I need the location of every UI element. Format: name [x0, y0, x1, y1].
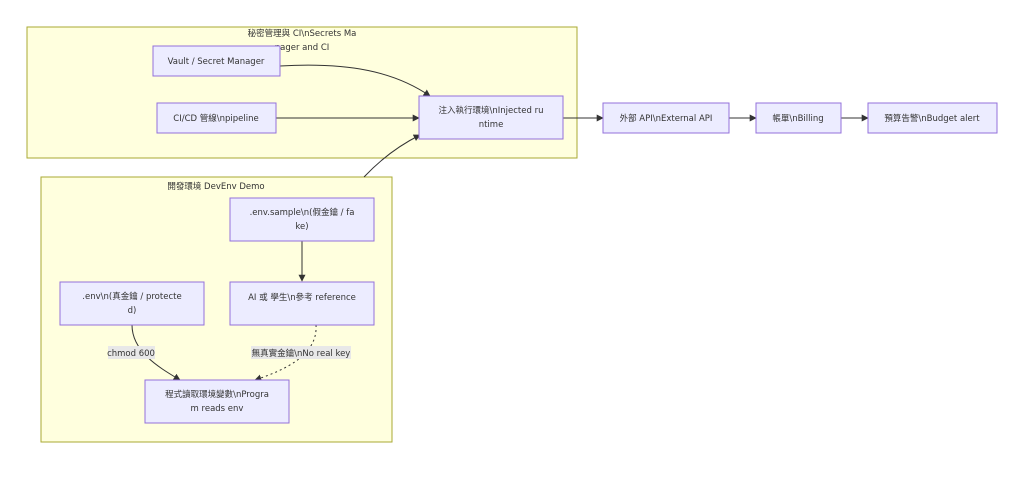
edge-vault-to-inject	[279, 64, 431, 97]
cluster-devenv-title: 開發環境 DevEnv Demo	[167, 181, 264, 192]
edge-label-no-real-key: 無真實金鑰\nNo real key	[251, 346, 351, 359]
node-program-label-line2: m reads env	[191, 404, 244, 414]
edge-reference-to-program	[254, 324, 317, 382]
node-program-reads-env[interactable]: 程式讀取環境變數\nProgra m reads env	[144, 379, 290, 424]
edges	[131, 64, 869, 382]
edge-label-chmod-text: chmod 600	[107, 349, 155, 359]
node-cicd-pipeline[interactable]: CI/CD 管線\npipeline	[156, 102, 277, 134]
node-ai-student-reference[interactable]: AI 或 學生\n參考 reference	[229, 281, 375, 326]
cluster-secrets-and-ci: 秘密管理與 CI\nSecrets Ma nager and CI	[26, 26, 578, 159]
node-inject-label-line1: 注入執行環境\nInjected ru	[439, 105, 544, 116]
node-env-sample[interactable]: .env.sample\n(假金鑰 / fa ke)	[229, 197, 375, 242]
node-envsample-label-line1: .env.sample\n(假金鑰 / fa	[250, 207, 355, 218]
node-billing[interactable]: 帳單\nBilling	[755, 102, 842, 134]
node-inject-label-line2: ntime	[479, 120, 504, 130]
node-env-label-line1: .env\n(真金鑰 / protecte	[82, 291, 181, 302]
node-external-label: 外部 API\nExternal API	[620, 113, 713, 124]
node-envsample-label-line2: ke)	[295, 222, 308, 232]
node-cicd-label: CI/CD 管線\npipeline	[173, 113, 258, 124]
edge-label-chmod: chmod 600	[107, 346, 155, 359]
cluster-secrets-title-line1: 秘密管理與 CI\nSecrets Ma	[248, 28, 357, 39]
edge-label-no-real-key-text: 無真實金鑰\nNo real key	[252, 348, 351, 359]
node-env-real-key[interactable]: .env\n(真金鑰 / protecte d)	[59, 281, 205, 326]
node-billing-label: 帳單\nBilling	[772, 113, 823, 124]
node-reference-label: AI 或 學生\n參考 reference	[248, 292, 356, 303]
node-env-label-line2: d)	[128, 306, 137, 316]
node-vault-label: Vault / Secret Manager	[168, 57, 265, 67]
node-budget-alert[interactable]: 預算告警\nBudget alert	[867, 102, 998, 134]
cluster-secrets-title-line2: nager and CI	[275, 43, 330, 53]
node-injected-runtime[interactable]: 注入執行環境\nInjected ru ntime	[418, 95, 564, 140]
node-vault-secret-manager[interactable]: Vault / Secret Manager	[152, 45, 281, 77]
node-budget-label: 預算告警\nBudget alert	[884, 113, 980, 124]
node-external-api[interactable]: 外部 API\nExternal API	[602, 102, 730, 134]
node-program-label-line1: 程式讀取環境變數\nProgra	[165, 389, 269, 400]
edge-devenv-to-inject	[363, 134, 421, 178]
